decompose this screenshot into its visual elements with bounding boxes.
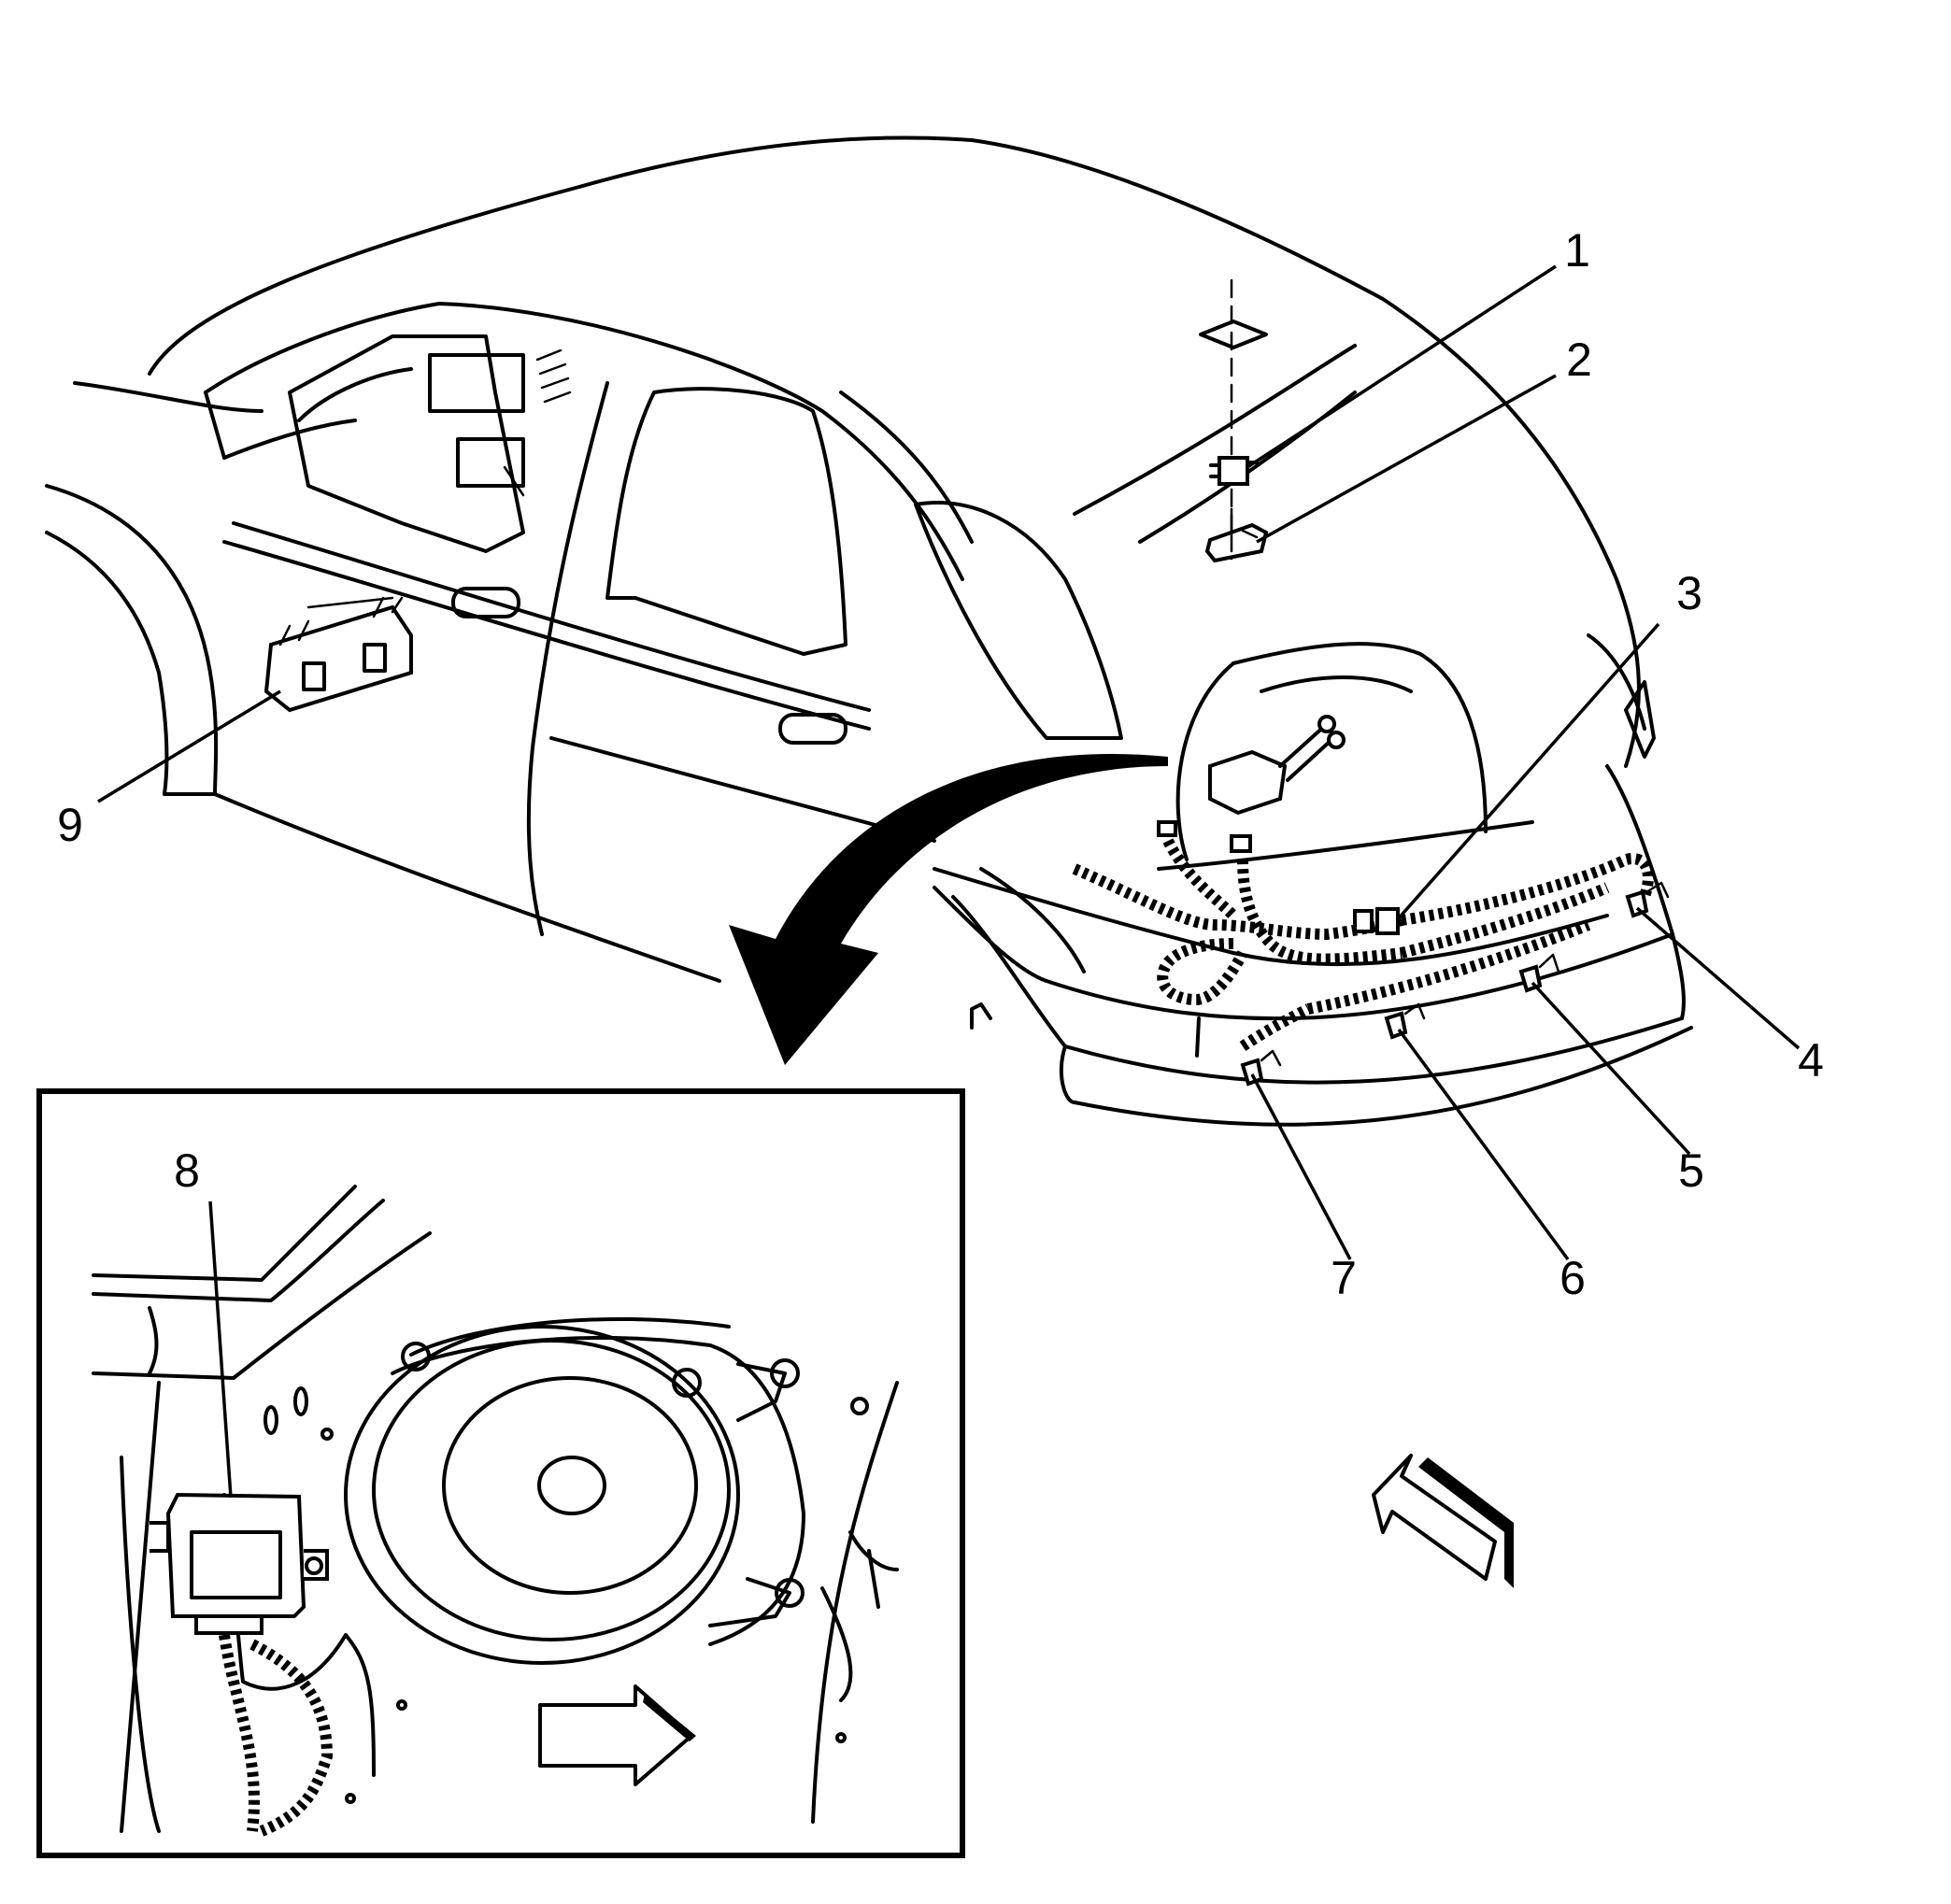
bumper-sensor-7 (1240, 1049, 1282, 1087)
callout-8: 8 (174, 1144, 200, 1197)
callout-7: 7 (1331, 1252, 1357, 1304)
side-display-module (263, 596, 413, 713)
roof-bracket-part (1204, 507, 1269, 563)
receiver-module (150, 1492, 329, 1635)
callout-9: 9 (57, 799, 83, 851)
wire-harness (1072, 838, 1654, 1051)
callout-labels: 1 2 3 4 5 6 7 8 9 (57, 224, 1824, 1304)
speaker (344, 1316, 805, 1665)
front-direction-arrow-icon (538, 1684, 696, 1786)
vehicle-body (45, 135, 1693, 1127)
callout-6: 6 (1559, 1252, 1586, 1304)
curved-view-arrow-icon (729, 753, 1168, 1065)
rear-control-module (1157, 715, 1346, 853)
callout-leaders (97, 264, 1801, 1499)
bumper-sensor-5 (1518, 953, 1560, 993)
bumper-sensor-4 (1625, 881, 1670, 918)
callout-1: 1 (1564, 224, 1590, 277)
inset-detail-view (36, 1088, 965, 1858)
callout-4: 4 (1798, 1034, 1824, 1087)
callout-3: 3 (1676, 567, 1702, 619)
callout-5: 5 (1678, 1144, 1704, 1197)
front-direction-arrow-icon (1372, 1454, 1514, 1588)
callout-2: 2 (1566, 334, 1592, 386)
